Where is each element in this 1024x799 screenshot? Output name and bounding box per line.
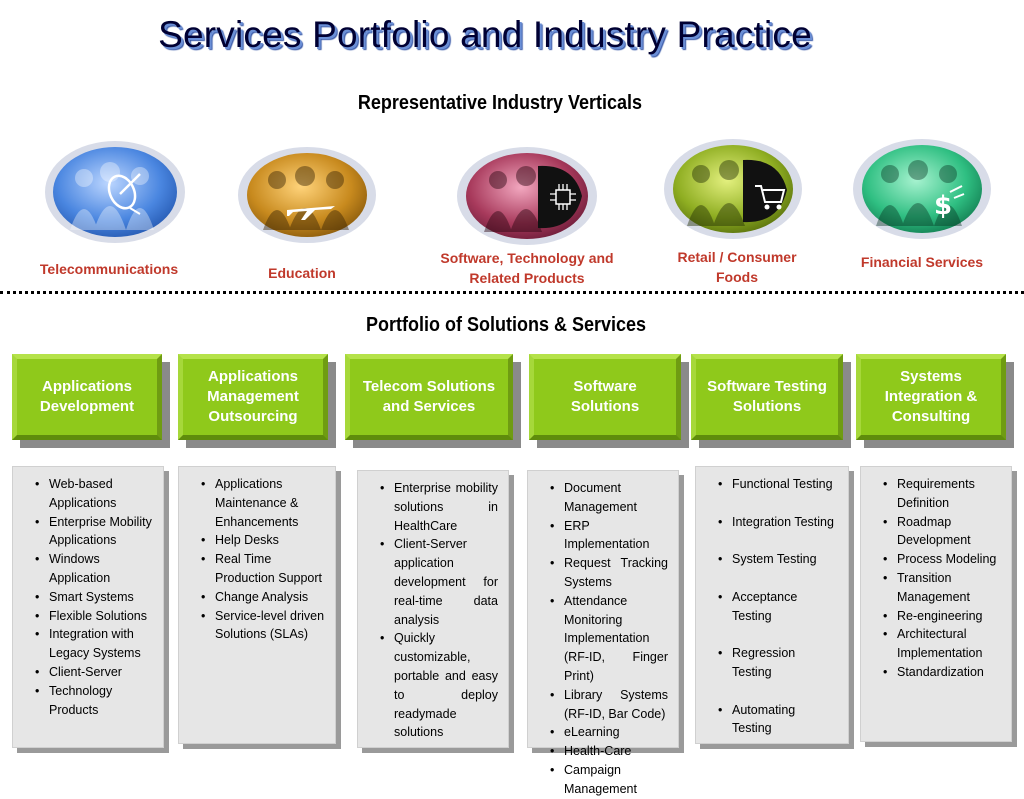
list-item: Requirements Definition — [883, 475, 1001, 513]
details-list: Functional Testing Integration Testing S… — [696, 467, 848, 738]
details-box: Enterprise mobility solutions in HealthC… — [357, 470, 509, 748]
details-telecom: Enterprise mobility solutions in HealthC… — [357, 470, 514, 753]
list-item: Functional Testing — [718, 475, 838, 494]
solution-label: Software Testing Solutions — [707, 378, 827, 415]
shopping-icon — [755, 185, 786, 210]
vertical-education — [237, 146, 377, 246]
vertical-label-financial: Financial Services — [860, 254, 984, 270]
list-item: Technology Products — [35, 682, 153, 720]
solution-label: Software Solutions — [570, 378, 640, 415]
details-list: Web-based Applications Enterprise Mobili… — [13, 467, 163, 719]
list-item: Applications Maintenance & Enhancements — [201, 475, 325, 531]
list-item: Web-based Applications — [35, 475, 153, 513]
list-item: Windows Application — [35, 550, 153, 588]
list-item: Regression Testing — [718, 644, 838, 682]
vertical-emblem — [664, 139, 802, 239]
portfolio-heading: Portfolio of Solutions & Services — [365, 314, 647, 336]
solution-label: Applications Management Outsourcing — [207, 368, 299, 425]
details-box: Applications Maintenance & Enhancements … — [178, 466, 336, 744]
list-item: Client-Server — [35, 663, 153, 682]
vertical-emblem — [853, 139, 991, 239]
details-systems-integration: Requirements Definition Roadmap Developm… — [860, 466, 1017, 747]
list-item: Integration Testing — [718, 513, 838, 532]
airplane-icon — [287, 206, 335, 220]
solution-software-testing: Software Testing Solutions — [691, 354, 851, 448]
page-title: Services Portfolio and Industry Practice — [158, 14, 812, 55]
solution-applications-development: Applications Development — [12, 354, 170, 448]
list-item: Request Tracking Systems — [550, 554, 668, 592]
list-item: Standardization — [883, 663, 1001, 682]
list-item: Help Desks — [201, 531, 325, 550]
solution-box: Software Solutions — [529, 354, 681, 440]
verticals-heading: Representative Industry Verticals — [357, 92, 643, 114]
list-item: Quickly customizable, portable and easy … — [380, 629, 498, 742]
solution-box: Applications Development — [12, 354, 162, 440]
dollar-icon: $ — [934, 185, 965, 221]
details-software: Document Management ERP Implementation R… — [527, 470, 684, 796]
list-item: Automating Testing — [718, 701, 838, 739]
list-item: Acceptance Testing — [718, 588, 838, 626]
solution-box: Applications Management Outsourcing — [178, 354, 328, 440]
vertical-label-education: Education — [268, 265, 336, 281]
details-list: Applications Maintenance & Enhancements … — [179, 467, 335, 644]
list-item: Smart Systems — [35, 588, 153, 607]
solution-box: Software Testing Solutions — [691, 354, 843, 440]
list-item: Enterprise Mobility Applications — [35, 513, 153, 551]
list-item: System Testing — [718, 550, 838, 569]
list-item: eLearning — [550, 723, 668, 742]
vertical-label-retail: Retail / Consumer Foods — [677, 249, 797, 285]
vertical-retail — [663, 138, 803, 242]
list-item: Process Modeling — [883, 550, 1001, 569]
vertical-software — [456, 146, 598, 248]
details-list: Enterprise mobility solutions in HealthC… — [358, 471, 508, 742]
vertical-emblem — [457, 147, 597, 245]
solution-label: Applications Development — [39, 378, 135, 415]
vertical-emblem — [45, 141, 185, 243]
vertical-label-telecommunications: Telecommunications — [39, 261, 179, 277]
vertical-emblem — [238, 147, 376, 243]
list-item: Service-level driven Solutions (SLAs) — [201, 607, 325, 645]
solution-software: Software Solutions — [529, 354, 689, 448]
list-item: Roadmap Development — [883, 513, 1001, 551]
solution-label: Systems Integration & Consulting — [884, 368, 978, 425]
details-applications-development: Web-based Applications Enterprise Mobili… — [12, 466, 169, 753]
solution-box: Telecom Solutions and Services — [345, 354, 513, 440]
details-list: Document Management ERP Implementation R… — [528, 471, 678, 799]
list-item: Change Analysis — [201, 588, 325, 607]
list-item: Architectural Implementation — [883, 625, 1001, 663]
solution-label: Telecom Solutions and Services — [362, 378, 496, 415]
details-box: Web-based Applications Enterprise Mobili… — [12, 466, 164, 748]
list-item: ERP Implementation — [550, 517, 668, 555]
section-divider — [0, 291, 1024, 294]
details-box: Document Management ERP Implementation R… — [527, 470, 679, 796]
vertical-telecommunications — [44, 140, 186, 248]
vertical-financial: $ — [852, 138, 992, 242]
satellite-dish-icon — [107, 173, 141, 215]
list-item: Library Systems (RF-ID, Bar Code) — [550, 686, 668, 724]
list-item: Integration with Legacy Systems — [35, 625, 153, 663]
list-item: Campaign Management — [550, 761, 668, 799]
solution-telecom: Telecom Solutions and Services — [345, 354, 521, 448]
svg-text:$: $ — [934, 191, 952, 221]
list-item: Flexible Solutions — [35, 607, 153, 626]
list-item: Enterprise mobility solutions in HealthC… — [380, 479, 498, 535]
vertical-label-software: Software, Technology and Related Product… — [440, 250, 614, 286]
chip-icon — [550, 184, 576, 210]
list-item: Transition Management — [883, 569, 1001, 607]
list-item: Attendance Monitoring Implementation (RF… — [550, 592, 668, 686]
details-software-testing: Functional Testing Integration Testing S… — [695, 466, 854, 749]
solution-box: Systems Integration & Consulting — [856, 354, 1006, 440]
list-item: Document Management — [550, 479, 668, 517]
list-item: Re-engineering — [883, 607, 1001, 626]
list-item: Real Time Production Support — [201, 550, 325, 588]
details-box: Functional Testing Integration Testing S… — [695, 466, 849, 744]
details-box: Requirements Definition Roadmap Developm… — [860, 466, 1012, 742]
list-item: Health-Care — [550, 742, 668, 761]
solution-applications-management: Applications Management Outsourcing — [178, 354, 336, 448]
solution-systems-integration: Systems Integration & Consulting — [856, 354, 1014, 448]
details-list: Requirements Definition Roadmap Developm… — [861, 467, 1011, 682]
list-item: Client-Server application development fo… — [380, 535, 498, 629]
details-applications-management: Applications Maintenance & Enhancements … — [178, 466, 341, 749]
